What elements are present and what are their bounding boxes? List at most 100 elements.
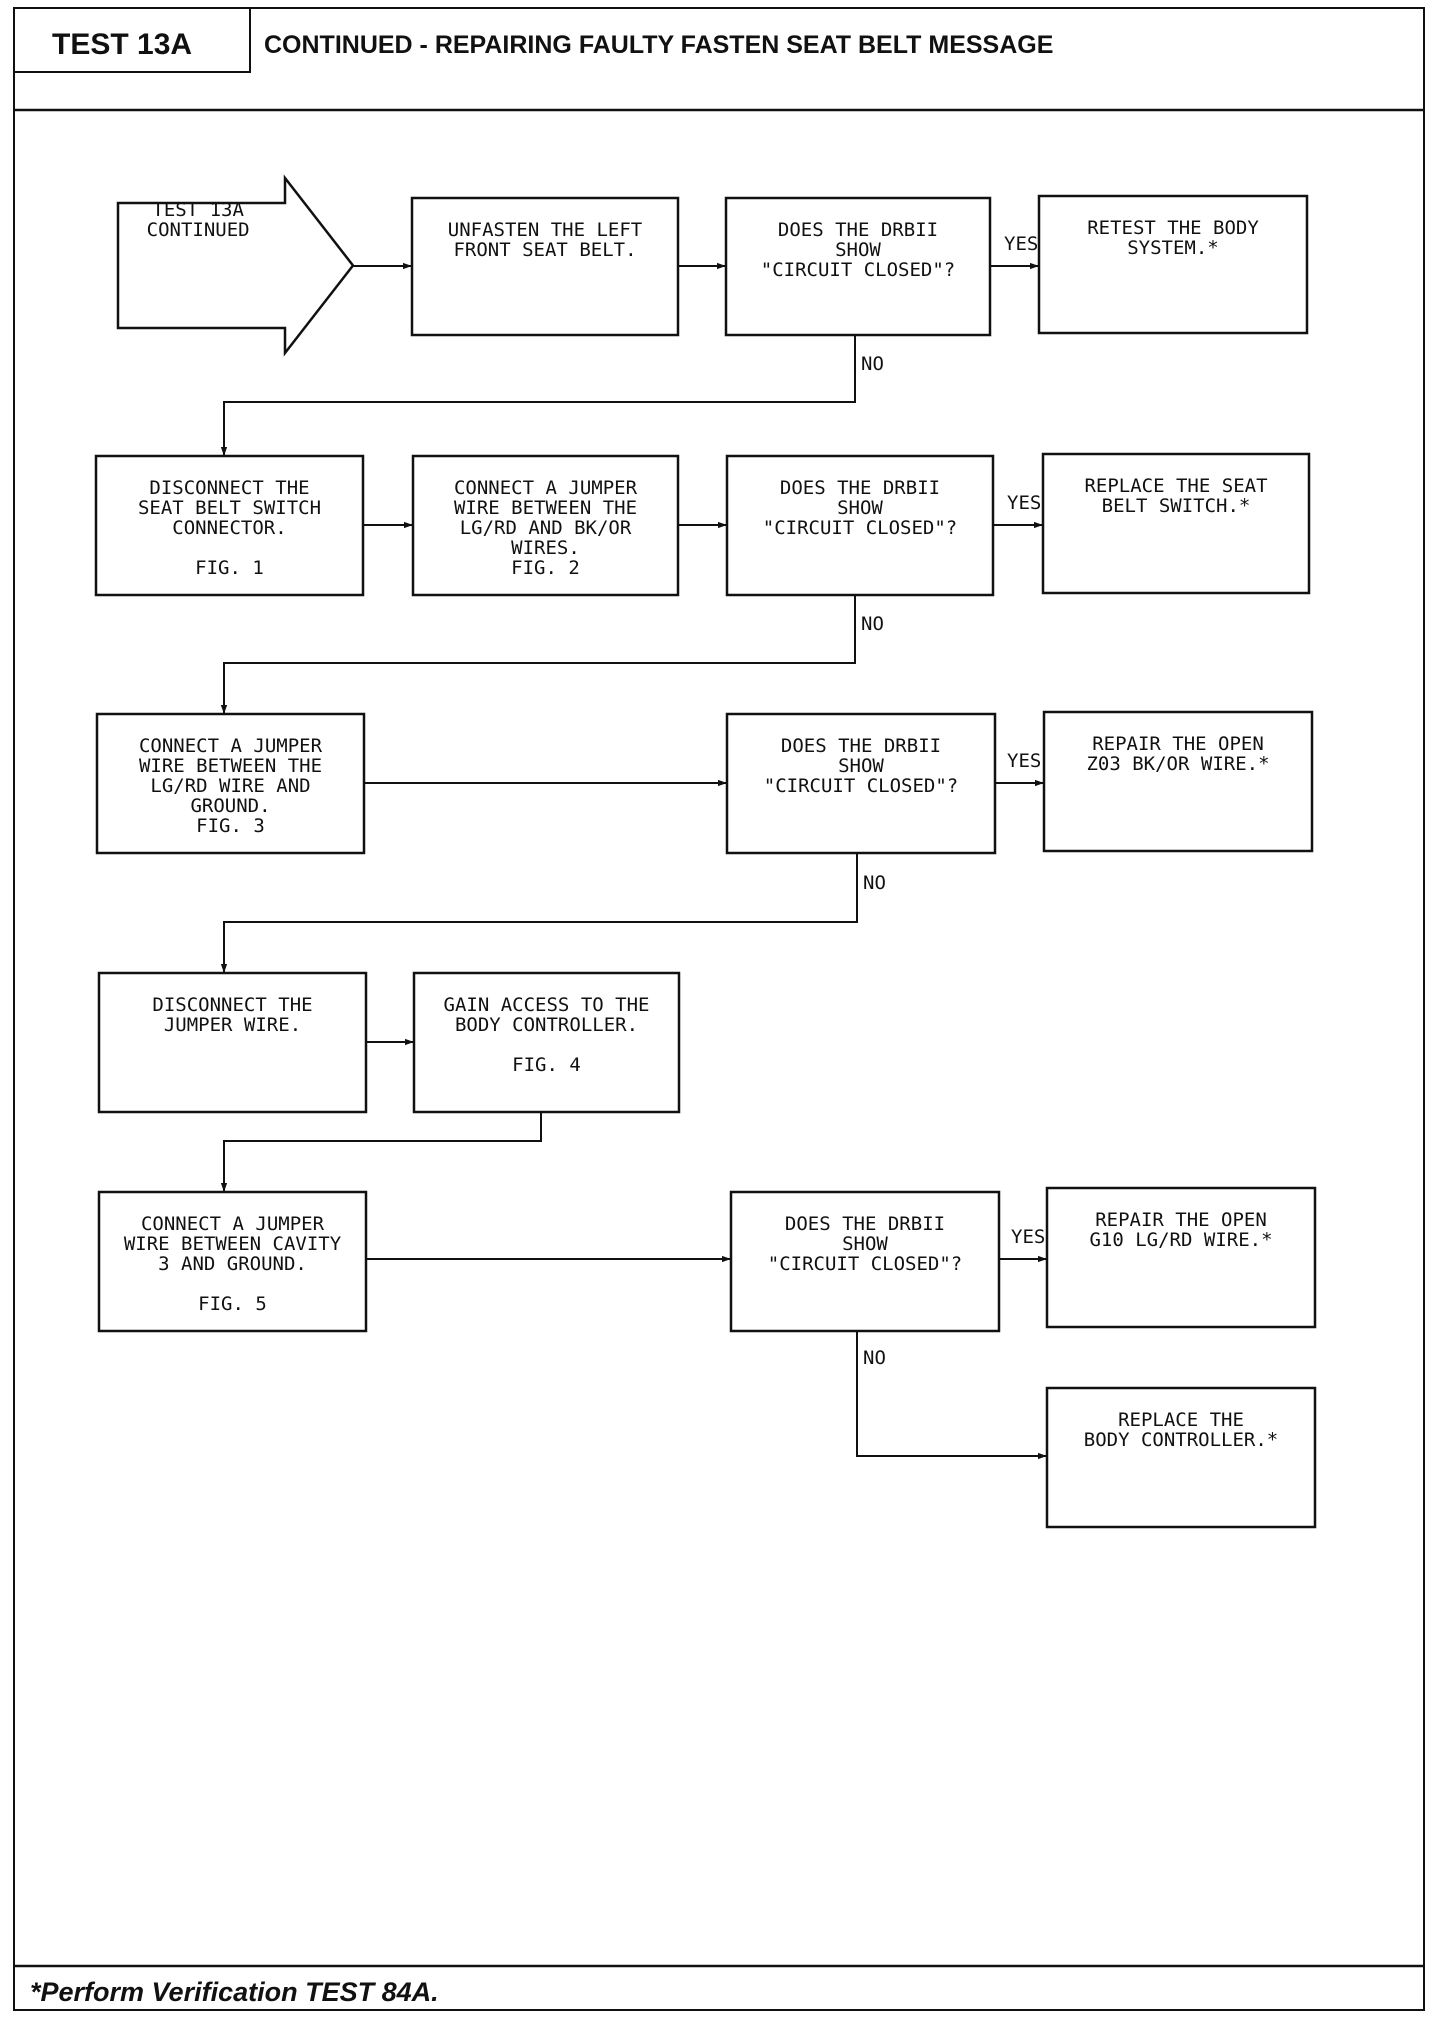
node-n5-line-1: DISCONNECT THE [152, 994, 312, 1016]
node-n4-line-1: CONNECT A JUMPER [139, 735, 323, 757]
edges-layer: YES NO YES NO YES NO YES NO [220, 233, 1047, 1460]
footer-note: *Perform Verification TEST 84A. [30, 1977, 439, 2007]
node-q1-line-3: "CIRCUIT CLOSED"? [761, 259, 955, 281]
node-n2-line-2: SEAT BELT SWITCH [138, 497, 321, 519]
node-q2-line-1: DOES THE DRBII [780, 477, 940, 499]
edge-q4-to-r5 [856, 1331, 1047, 1460]
node-q2-line-3: "CIRCUIT CLOSED"? [763, 517, 957, 539]
node-r3-line-1: REPAIR THE OPEN [1092, 733, 1264, 755]
node-shape [410, 196, 680, 337]
node-n6-line-1: GAIN ACCESS TO THE [444, 994, 650, 1016]
node-r4-line-2: G10 LG/RD WIRE.* [1089, 1229, 1272, 1251]
node-shape [411, 454, 680, 597]
node-n5-line-2: JUMPER WIRE. [164, 1014, 301, 1036]
node-shape [412, 971, 681, 1114]
test-label: TEST 13A [52, 28, 192, 61]
node-shape [1045, 1386, 1317, 1529]
edge-label-yes-q3: YES [1007, 750, 1041, 772]
edge-n6-to-n7 [220, 1112, 542, 1192]
node-n2-line-1: DISCONNECT THE [149, 477, 309, 499]
node-n6-line-2: BODY CONTROLLER. [455, 1014, 638, 1036]
node-q4-line-2: SHOW [842, 1233, 888, 1255]
node-shape [725, 712, 997, 855]
edge-q3-to-n5 [220, 853, 858, 973]
edge-label-yes-q1: YES [1004, 233, 1038, 255]
edge-label-no-q4: NO [863, 1347, 886, 1369]
node-n6-line-4: FIG. 4 [512, 1054, 581, 1076]
node-shape [729, 1190, 1001, 1333]
node-shape [725, 454, 995, 597]
node-shape [97, 971, 368, 1114]
node-q4-line-3: "CIRCUIT CLOSED"? [768, 1253, 962, 1275]
header: TEST 13A CONTINUED - REPAIRING FAULTY FA… [14, 8, 1424, 112]
node-q1-line-1: DOES THE DRBII [778, 219, 938, 241]
node-n7-line-2: WIRE BETWEEN CAVITY [124, 1233, 342, 1255]
edge-label-no-q2: NO [861, 613, 884, 635]
node-r4-line-1: REPAIR THE OPEN [1095, 1209, 1267, 1231]
node-start-line-2: CONTINUED [147, 219, 250, 241]
node-q2-line-2: SHOW [837, 497, 883, 519]
page-title: CONTINUED - REPAIRING FAULTY FASTEN SEAT… [264, 31, 1053, 59]
node-n1-line-1: UNFASTEN THE LEFT [448, 219, 642, 241]
node-n3-line-5: FIG. 2 [511, 557, 580, 579]
node-shape [97, 1190, 368, 1333]
edge-label-no-q1: NO [861, 353, 884, 375]
node-n4-line-4: GROUND. [190, 795, 270, 817]
node-n3-line-1: CONNECT A JUMPER [454, 477, 638, 499]
edge-q1-to-n2 [220, 335, 856, 456]
node-shape [724, 196, 992, 337]
node-r2-line-1: REPLACE THE SEAT [1084, 475, 1267, 497]
node-n3-line-2: WIRE BETWEEN THE [454, 497, 637, 519]
node-n7-line-1: CONNECT A JUMPER [141, 1213, 325, 1235]
node-n7-line-5: FIG. 5 [198, 1293, 267, 1315]
node-shape [95, 712, 366, 855]
node-n4-line-3: LG/RD WIRE AND [150, 775, 310, 797]
node-n4-line-5: FIG. 3 [196, 815, 265, 837]
node-q4-line-1: DOES THE DRBII [785, 1213, 945, 1235]
node-n3-line-3: LG/RD AND BK/OR [460, 517, 632, 539]
node-n4-line-2: WIRE BETWEEN THE [139, 755, 322, 777]
node-shape [1042, 710, 1314, 853]
node-n2-line-5: FIG. 1 [195, 557, 264, 579]
node-n1-line-2: FRONT SEAT BELT. [453, 239, 636, 261]
edge-label-no-q3: NO [863, 872, 886, 894]
node-start-line-1: TEST 13A [152, 199, 244, 221]
node-r1-line-2: SYSTEM.* [1127, 237, 1219, 259]
node-n2-line-3: CONNECTOR. [172, 517, 286, 539]
node-q1-line-2: SHOW [835, 239, 881, 261]
node-q3-line-3: "CIRCUIT CLOSED"? [764, 775, 958, 797]
node-shape [94, 454, 365, 597]
node-shape [1037, 194, 1309, 335]
page-border [13, 7, 1425, 2011]
node-r5-line-1: REPLACE THE [1118, 1409, 1244, 1431]
node-q3-line-1: DOES THE DRBII [781, 735, 941, 757]
edge-label-yes-q2: YES [1007, 492, 1041, 514]
node-q3-line-2: SHOW [838, 755, 884, 777]
node-shape [1041, 452, 1311, 595]
node-r5-line-2: BODY CONTROLLER.* [1084, 1429, 1278, 1451]
edge-q2-to-n4 [220, 595, 856, 714]
node-n7-line-3: 3 AND GROUND. [158, 1253, 307, 1275]
edge-label-yes-q4: YES [1011, 1226, 1045, 1248]
node-r3-line-2: Z03 BK/OR WIRE.* [1086, 753, 1269, 775]
node-shape [116, 174, 355, 357]
